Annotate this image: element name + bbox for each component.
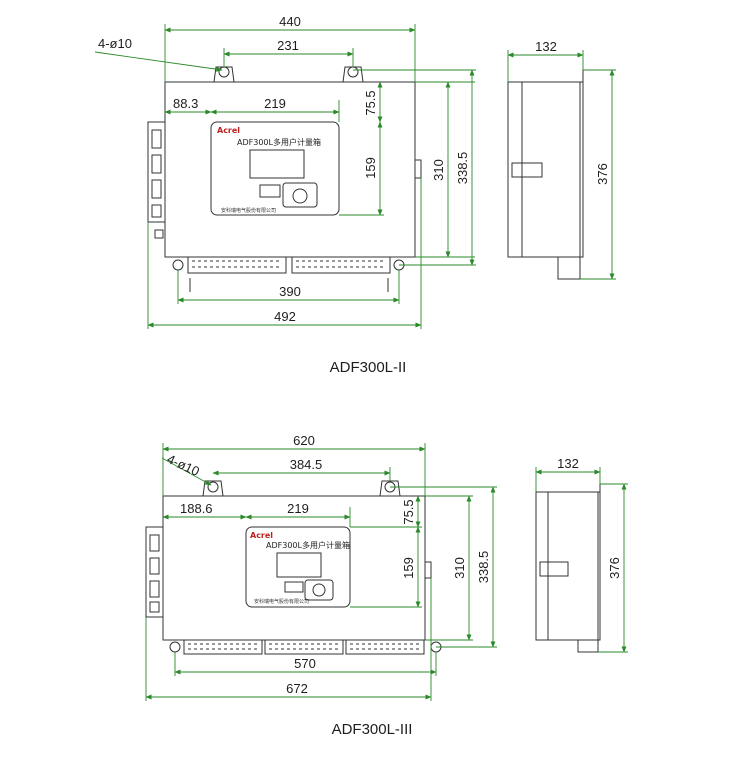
dim-hole-spacing: 384.5	[290, 457, 323, 472]
dim-mount-height: 310	[452, 557, 467, 579]
dim-body-height: 338.5	[455, 152, 470, 185]
dim-panel-width: 219	[264, 96, 286, 111]
dim-hole-callout: 4-ø10	[165, 451, 202, 479]
dim-hole-callout: 4-ø10	[98, 36, 132, 51]
panel-brand: Acrel	[217, 126, 240, 135]
meter-panel-ii: Acrel ADF300L多用户计量箱 安科瑞电气股份有限公司	[210, 121, 340, 216]
meter-panel-iii: Acrel ADF300L多用户计量箱 安科瑞电气股份有限公司	[245, 526, 351, 608]
dim-hole-spacing: 231	[277, 38, 299, 53]
dim-panel-offset: 88.3	[173, 96, 198, 111]
drawing-adf300l-ii: Acrel ADF300L多用户计量箱 安科瑞电气股份有限公司 440 23	[94, 14, 616, 376]
caption-adf300l-iii: ADF300L-III	[332, 721, 413, 738]
dim-panel-offset: 188.6	[180, 501, 213, 516]
dim-panel-top-offset: 75.5	[401, 499, 416, 524]
dim-bottom-hole-spacing: 390	[279, 284, 301, 299]
dim-total-width: 492	[274, 309, 296, 324]
dim-body-height: 338.5	[476, 551, 491, 584]
panel-brand: Acrel	[250, 531, 273, 540]
side-view-iii	[535, 484, 601, 653]
side-view-ii	[507, 70, 584, 280]
front-view-iii	[145, 480, 442, 655]
drawing-adf300l-iii: Acrel ADF300L多用户计量箱 安科瑞电气股份有限公司 620 384.…	[145, 433, 628, 738]
dim-overall-width: 440	[279, 14, 301, 29]
dim-side-height: 376	[595, 163, 610, 185]
dimensions-iii: 620 384.5 4-ø10 188.6 219 75.5 159 310	[145, 433, 628, 701]
dim-side-depth: 132	[557, 456, 579, 471]
panel-company: 安科瑞电气股份有限公司	[254, 598, 309, 605]
dim-mount-height: 310	[431, 159, 446, 181]
panel-model: ADF300L多用户计量箱	[266, 540, 350, 550]
dim-side-height: 376	[607, 557, 622, 579]
dim-bottom-hole-spacing: 570	[294, 656, 316, 671]
panel-company: 安科瑞电气股份有限公司	[221, 207, 276, 214]
dimensions-ii: 440 231 4-ø10 88.3 219 75.5 159 310	[94, 14, 616, 329]
dim-total-width: 672	[286, 681, 308, 696]
dim-panel-height: 159	[401, 557, 416, 579]
panel-model: ADF300L多用户计量箱	[237, 137, 321, 147]
dim-panel-width: 219	[287, 501, 309, 516]
dim-side-depth: 132	[535, 39, 557, 54]
caption-adf300l-ii: ADF300L-II	[330, 359, 407, 376]
dim-panel-top-offset: 75.5	[363, 90, 378, 115]
dim-overall-width: 620	[293, 433, 315, 448]
dim-panel-height: 159	[363, 157, 378, 179]
